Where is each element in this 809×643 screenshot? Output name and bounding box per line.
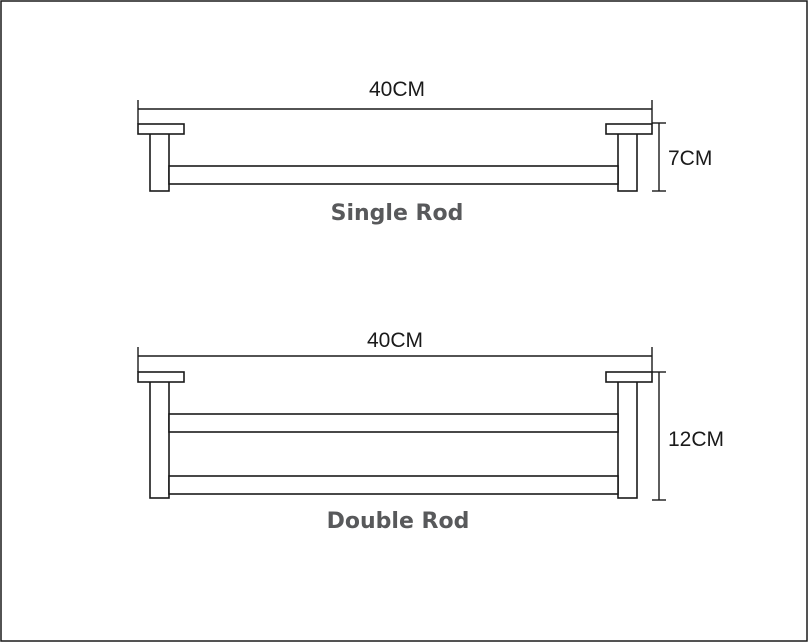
double-rod-upper-bar (168, 413, 619, 433)
double-rod-lower-bar (168, 475, 619, 495)
double-rod-height-dimension (652, 371, 666, 501)
double-rod-right-bracket (605, 371, 653, 499)
single-rod-height-label: 7CM (668, 147, 712, 170)
single-rod-left-bracket (137, 123, 185, 192)
double-rod-height-label: 12CM (668, 428, 724, 451)
single-rod-width-dimension (137, 100, 653, 124)
single-rod-bar (168, 165, 619, 185)
double-rod-width-label: 40CM (367, 329, 423, 352)
double-rod-left-bracket (137, 371, 185, 499)
double-rod-caption: Double Rod (327, 509, 470, 534)
single-rod-figure: 40CM 7CM Single Rod (137, 78, 712, 226)
double-rod-figure: 40CM 12CM Double Rod (137, 329, 724, 534)
double-rod-width-dimension (137, 347, 653, 372)
single-rod-width-label: 40CM (369, 78, 425, 101)
single-rod-right-bracket (605, 123, 653, 192)
single-rod-height-dimension (652, 122, 666, 192)
single-rod-caption: Single Rod (331, 201, 464, 226)
